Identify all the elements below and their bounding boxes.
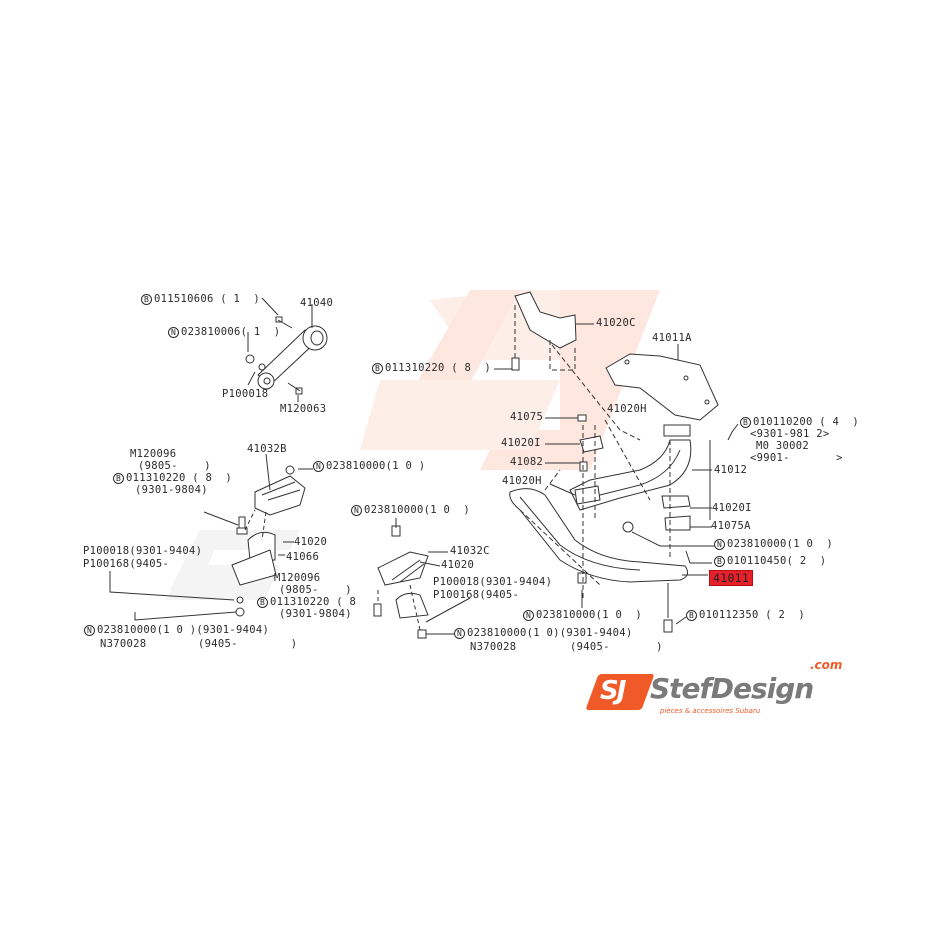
callout-41032c[interactable]: 41032C xyxy=(450,545,490,557)
part-number: 023810000(1 0 ) xyxy=(364,504,470,516)
callout-m120063[interactable]: M120063 xyxy=(280,403,327,415)
callout-41082[interactable]: 41082 xyxy=(510,456,544,468)
part-number: 011310220 ( 8 ) xyxy=(385,362,491,374)
callout-41020h[interactable]: 41020H xyxy=(607,403,647,415)
part-number: 010110200 ( 4 ) xyxy=(753,416,859,428)
bolt-symbol-icon: B xyxy=(257,597,268,608)
callout-n370028[interactable]: N370028 xyxy=(470,641,517,653)
part-number: 010110450( 2 ) xyxy=(727,555,827,567)
callout-m030002[interactable]: M0 30002 xyxy=(756,440,809,452)
logo-name: StefDesign xyxy=(650,672,814,705)
logo-tld: .com xyxy=(810,658,843,672)
bolt-symbol-icon: B xyxy=(714,556,725,567)
callout-date-range: (9301-9804) xyxy=(135,484,208,496)
callout-41020[interactable]: 41020 xyxy=(294,536,328,548)
callout-41011a[interactable]: 41011A xyxy=(652,332,692,344)
bolt-symbol-icon: B xyxy=(740,417,751,428)
callout-41040[interactable]: 41040 xyxy=(300,297,334,309)
callout-p100168[interactable]: P100168(9405- xyxy=(433,589,520,601)
callout-date-range: <9301-981 2> xyxy=(750,428,830,440)
callout-p100018[interactable]: P100018(9301-9404) xyxy=(433,576,553,588)
callout-41066[interactable]: 41066 xyxy=(286,551,320,563)
nut-symbol-icon: N xyxy=(84,625,95,636)
callout-n370028[interactable]: N370028 xyxy=(100,638,147,650)
logo-tagline: pièces & accessoires Subaru xyxy=(660,707,761,715)
part-number: 011310220 ( 8 xyxy=(270,596,357,608)
callout-41020[interactable]: 41020 xyxy=(441,559,475,571)
callout-p100018[interactable]: P100018 xyxy=(222,388,269,400)
part-insulators-and-plates xyxy=(545,414,739,600)
logo-mark-text: SJ xyxy=(600,676,626,706)
callout-p100018[interactable]: P100018(9301-9404) xyxy=(83,545,203,557)
part-41012-member xyxy=(569,424,712,511)
callout-m120096[interactable]: M120096 xyxy=(130,448,177,460)
callout-date-range: (9805- ) xyxy=(279,584,352,596)
part-number: 010112350 ( 2 ) xyxy=(699,609,805,621)
stefdesign-logo[interactable]: SJ StefDesign .com pièces & accessoires … xyxy=(585,659,858,720)
callout-41011-highlighted[interactable]: 41011 xyxy=(709,570,754,586)
nut-symbol-icon: N xyxy=(351,505,362,516)
callout-41032b[interactable]: 41032B xyxy=(247,443,287,455)
part-41032c-engine-mount-right xyxy=(373,518,471,639)
part-number: 011310220 ( 8 ) xyxy=(126,472,232,484)
part-number: 023810000(1 0)(9301-9404) xyxy=(467,627,633,639)
callout-41075a[interactable]: 41075A xyxy=(711,520,751,532)
callout-41020h[interactable]: 41020H xyxy=(502,475,542,487)
callout-m120096[interactable]: M120096 xyxy=(274,572,321,584)
bolt-symbol-icon: B xyxy=(141,294,152,305)
callout-date-range: <9901- > xyxy=(750,452,843,464)
part-number: 023810006( 1 ) xyxy=(181,326,281,338)
callout-41020c[interactable]: 41020C xyxy=(596,317,636,329)
callout-date-range: (9301-9804) xyxy=(279,608,352,620)
part-41040-pitch-stopper xyxy=(245,297,328,402)
nut-symbol-icon: N xyxy=(168,327,179,338)
nut-symbol-icon: N xyxy=(523,610,534,621)
part-number: 023810000(1 0 )(9301-9404) xyxy=(97,624,270,636)
callout-41075[interactable]: 41075 xyxy=(510,411,544,423)
nut-symbol-icon: N xyxy=(313,461,324,472)
bolt-symbol-icon: B xyxy=(113,473,124,484)
callout-date-range: (9405- ) xyxy=(198,638,298,650)
nut-symbol-icon: N xyxy=(454,628,465,639)
callout-date-range: (9405- ) xyxy=(570,641,663,653)
callout-date-range: (9805- ) xyxy=(138,460,211,472)
part-41032b-engine-mount-left xyxy=(109,453,313,621)
bolt-symbol-icon: B xyxy=(372,363,383,374)
part-41020c-mount xyxy=(494,291,641,441)
part-number: 011510606 ( 1 ) xyxy=(154,293,260,305)
part-41011a-bracket xyxy=(605,344,719,421)
callout-p100168[interactable]: P100168(9405- xyxy=(83,558,170,570)
nut-symbol-icon: N xyxy=(714,539,725,550)
callout-41020i[interactable]: 41020I xyxy=(501,437,541,449)
part-number: 023810000(1 0 ) xyxy=(326,460,426,472)
bolt-symbol-icon: B xyxy=(686,610,697,621)
part-41011-crossmember xyxy=(509,469,708,633)
callout-41012[interactable]: 41012 xyxy=(714,464,748,476)
part-number: 023810000(1 0 ) xyxy=(727,538,833,550)
callout-41020i[interactable]: 41020I xyxy=(712,502,752,514)
part-number: 023810000(1 0 ) xyxy=(536,609,642,621)
